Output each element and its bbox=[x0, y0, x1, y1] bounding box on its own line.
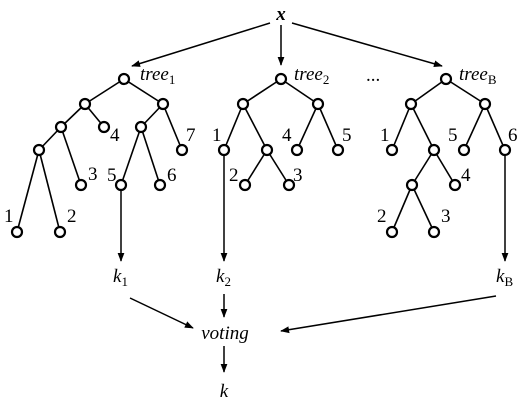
tree-B-output-label: kB bbox=[496, 266, 513, 289]
leaf-label: 6 bbox=[167, 165, 177, 186]
leaf-label: 5 bbox=[342, 125, 352, 146]
tree-1-label: tree1 bbox=[140, 64, 175, 87]
leaf-label: 5 bbox=[107, 165, 117, 186]
tree-node bbox=[175, 143, 189, 157]
tree-node bbox=[385, 225, 399, 239]
tree-1-root-node bbox=[117, 72, 131, 86]
tree-node bbox=[134, 120, 148, 134]
tree-node bbox=[457, 143, 471, 157]
leaf-label: 2 bbox=[229, 165, 239, 186]
voting-label: voting bbox=[201, 323, 249, 344]
tree-node bbox=[260, 143, 274, 157]
leaf-label: 2 bbox=[67, 206, 77, 227]
tree-B-edges bbox=[391, 78, 506, 233]
leaf-label: 3 bbox=[88, 164, 98, 185]
leaf-label: 7 bbox=[186, 125, 196, 146]
leaf-label: 4 bbox=[282, 125, 292, 146]
tree-2: tree2 1 2 3 4 5 bbox=[212, 64, 352, 192]
tree-2-label: tree2 bbox=[294, 64, 329, 87]
tree-node bbox=[427, 143, 441, 157]
tree-node bbox=[404, 97, 418, 111]
tree-node bbox=[78, 97, 92, 111]
tree-B-nodes bbox=[385, 72, 512, 239]
tree-node bbox=[153, 178, 167, 192]
tree-node bbox=[448, 178, 462, 192]
leaf-label: 4 bbox=[461, 165, 471, 186]
input-label: x bbox=[275, 4, 286, 25]
tree-node bbox=[53, 225, 67, 239]
arrow-kB-to-voting bbox=[280, 295, 497, 334]
leaf-output-arrows bbox=[117, 156, 509, 262]
leaf-label: 4 bbox=[110, 125, 120, 146]
tree-B-label: treeB bbox=[459, 64, 497, 87]
tree-2-nodes bbox=[217, 72, 345, 192]
tree-2-edges bbox=[223, 78, 339, 186]
tree-B-root-node bbox=[439, 72, 453, 86]
leaf-label: 6 bbox=[508, 125, 518, 146]
tree-node bbox=[217, 143, 231, 157]
tree-node bbox=[405, 178, 419, 192]
arrow-x-to-tree1 bbox=[131, 22, 271, 67]
tree-node bbox=[478, 97, 492, 111]
tree-node bbox=[10, 225, 24, 239]
tree-node bbox=[156, 97, 170, 111]
tree-node bbox=[427, 225, 441, 239]
tree-2-leaf-labels: 1 2 3 4 5 bbox=[212, 125, 352, 186]
tree-node bbox=[282, 178, 296, 192]
tree-node bbox=[290, 143, 304, 157]
arrow-x-to-treeB bbox=[291, 22, 443, 68]
arrow-k1-to-voting bbox=[129, 297, 194, 329]
tree-1-output-label: k1 bbox=[113, 266, 128, 289]
final-output-label: k bbox=[220, 381, 229, 402]
leaf-label: 1 bbox=[380, 125, 390, 146]
tree-node bbox=[97, 120, 111, 134]
tree-node bbox=[238, 178, 252, 192]
leaf-label: 2 bbox=[377, 206, 387, 227]
tree-node bbox=[498, 143, 512, 157]
tree-B-leaf-labels: 1 2 3 4 5 6 bbox=[377, 125, 518, 227]
tree-node bbox=[385, 143, 399, 157]
tree-node bbox=[236, 97, 250, 111]
tree-1: tree1 1 2 3 4 5 6 7 bbox=[4, 64, 196, 239]
leaf-label: 5 bbox=[448, 125, 458, 146]
tree-1-leaf-labels: 1 2 3 4 5 6 7 bbox=[4, 125, 196, 227]
ellipsis: ... bbox=[366, 65, 380, 86]
leaf-label: 3 bbox=[293, 165, 303, 186]
tree-node bbox=[32, 143, 46, 157]
voting-arrows bbox=[129, 294, 497, 334]
tree-node bbox=[54, 120, 68, 134]
leaf-label: 3 bbox=[441, 206, 451, 227]
tree-1-nodes bbox=[10, 72, 189, 239]
tree-node bbox=[311, 97, 325, 111]
leaf-label: 1 bbox=[212, 125, 222, 146]
tree-2-root-node bbox=[274, 72, 288, 86]
tree-node bbox=[114, 178, 128, 192]
tree-node bbox=[331, 143, 345, 157]
tree-node bbox=[74, 178, 88, 192]
leaf-label: 1 bbox=[4, 206, 14, 227]
input-arrows bbox=[131, 22, 443, 68]
tree-1-edges bbox=[16, 78, 183, 233]
tree-2-output-label: k2 bbox=[216, 266, 231, 289]
tree-B: treeB 1 2 3 4 5 6 bbox=[377, 64, 518, 239]
